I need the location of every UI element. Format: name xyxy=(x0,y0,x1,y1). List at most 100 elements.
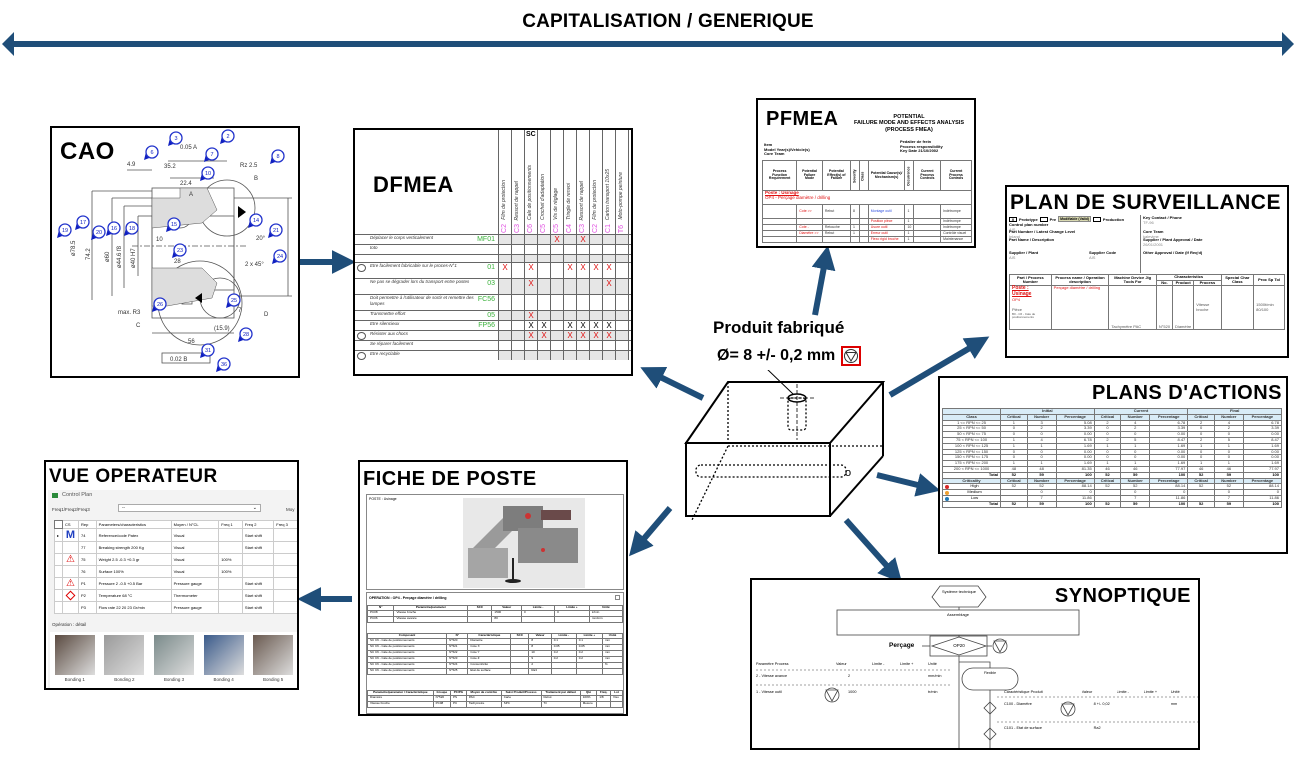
mark-cell xyxy=(576,311,589,320)
requirement-label: Doit permettre à l'utilisateur de sortir… xyxy=(370,295,474,306)
dim-label: 2 x 45° xyxy=(245,262,264,268)
mark-cell xyxy=(550,255,563,262)
column-code: C2 xyxy=(592,224,599,233)
column-name: Moto-pompe peinture xyxy=(618,172,624,220)
mark-cell: X xyxy=(524,311,537,320)
freq-filter-select[interactable]: -- ⌄ xyxy=(118,504,261,512)
part: Pièce xyxy=(1012,307,1023,313)
mark-cell xyxy=(589,311,602,320)
image-caption: Bonding 2 xyxy=(114,677,135,682)
dim-label: 35.2 xyxy=(164,164,176,170)
callout-balloon: 2 xyxy=(220,129,235,144)
mark-cell: X xyxy=(563,331,576,340)
pfmea-header: Current Process Controls xyxy=(940,160,972,191)
mark-cell xyxy=(576,341,589,350)
callout-balloon: 21 xyxy=(268,223,283,238)
grid-cell-rep: 76 xyxy=(78,565,97,578)
grid-cell-param: Flow rate 22 20 23 Gr/min xyxy=(95,601,172,614)
pfmea-cell: 1 xyxy=(904,204,915,219)
row-selector[interactable] xyxy=(54,565,63,578)
callout-balloon: 16 xyxy=(106,221,121,236)
operation-image[interactable]: Bonding 3 xyxy=(152,635,196,688)
total-cell: 59 xyxy=(1120,500,1151,508)
requirement-code: MF01 xyxy=(477,236,495,243)
list-cell: Ra2 xyxy=(1093,726,1101,730)
svg-text:26: 26 xyxy=(157,302,163,308)
mark-cell xyxy=(602,341,615,350)
callout-balloon: 6 xyxy=(144,145,159,160)
row-selector[interactable] xyxy=(54,589,63,602)
mark-cell xyxy=(563,341,576,350)
mark-cell xyxy=(498,351,511,360)
surveillance-cell: Tachymètre PAC xyxy=(1108,285,1157,331)
pfmea-cell: Montage outil xyxy=(867,204,906,219)
row-selector[interactable] xyxy=(54,577,63,590)
list-cell xyxy=(1144,726,1171,746)
mark-cell xyxy=(589,235,602,244)
pfmea-header: Potential Cause(s)/ Mechanism(s) xyxy=(867,160,906,191)
dim-label: Rz 2.5 xyxy=(240,163,258,169)
mark-cell xyxy=(589,255,602,262)
list-cell xyxy=(1117,702,1144,722)
operation-image[interactable]: Bonding 5 xyxy=(251,635,295,688)
row-selector[interactable]: ▸ xyxy=(54,528,63,542)
checkbox-label: Production xyxy=(1102,216,1125,222)
row-selector[interactable] xyxy=(54,541,63,554)
mark-cell xyxy=(589,295,602,310)
requirement-code: 01 xyxy=(487,264,495,271)
row-selector[interactable] xyxy=(54,553,63,566)
table-cell: Vitesse avance xyxy=(393,615,469,623)
cs-cell: ⚠ xyxy=(62,577,79,590)
mark-cell xyxy=(537,311,550,320)
grid-cell-f1: 100% xyxy=(218,565,243,578)
checkbox[interactable]: X xyxy=(1009,216,1017,222)
doc-icon xyxy=(615,595,620,600)
total-label: Total xyxy=(941,500,1002,508)
row-selector[interactable] xyxy=(54,601,63,614)
operation-image[interactable]: Bonding 1 xyxy=(53,635,97,688)
mark-cell xyxy=(615,311,628,320)
operation-code: OP20 xyxy=(953,643,965,648)
checkbox[interactable] xyxy=(1039,216,1048,222)
grid-cell-param: Temperature 68 °C xyxy=(95,589,172,602)
mark-cell xyxy=(511,235,524,244)
list-cell xyxy=(1171,726,1198,746)
column-name: Ressort de rappel xyxy=(579,180,585,220)
requirement-code: 03 xyxy=(487,280,495,287)
mark-cell: X xyxy=(498,263,511,278)
svg-text:21: 21 xyxy=(273,228,279,234)
list-header-cell: Limite - xyxy=(872,662,885,666)
pfmea-cell xyxy=(796,236,823,243)
svg-text:31: 31 xyxy=(205,348,211,354)
column-code: C4 xyxy=(566,224,573,233)
grid-cell-moyen: Visual xyxy=(170,565,220,578)
list-cell: C101 - Etat de surface xyxy=(1004,726,1042,730)
mark-cell: X xyxy=(602,263,615,278)
dim-label: 22.4 xyxy=(180,181,192,187)
checkbox[interactable] xyxy=(1092,216,1101,222)
svg-text:19: 19 xyxy=(62,228,68,234)
image-caption: Bonding 5 xyxy=(263,677,284,682)
operation-image[interactable]: Bonding 2 xyxy=(102,635,146,688)
assembly-label: Assemblage xyxy=(946,612,969,617)
mark-cell: X xyxy=(550,235,563,244)
field-label: Supplier / Plant xyxy=(1009,250,1039,255)
mark-cell xyxy=(498,255,511,262)
operation-image[interactable]: Bonding 4 xyxy=(202,635,246,688)
mark-cell xyxy=(511,263,524,278)
requirement-cell: Doit permettre à l'utilisateur de sortir… xyxy=(355,295,498,310)
